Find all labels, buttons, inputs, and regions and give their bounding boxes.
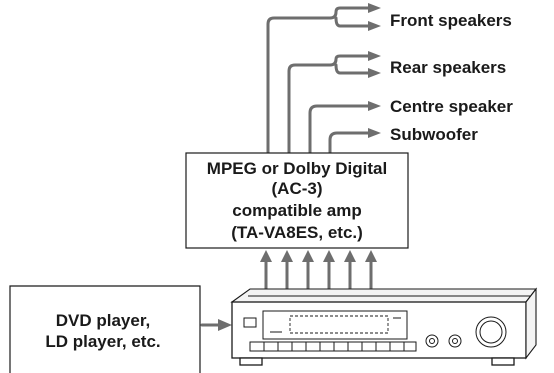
receiver-foot-right [491, 357, 515, 366]
input-arrow-5 [344, 250, 356, 262]
front-speakers-arrow-lower [368, 21, 381, 31]
centre-speaker-label: Centre speaker [390, 97, 513, 116]
amp-label-line-4: (TA-VA8ES, etc.) [231, 223, 363, 242]
amp-label-line-1: MPEG or Dolby Digital [207, 159, 387, 178]
source-label-line-1: DVD player, [56, 311, 151, 330]
av-receiver-icon [230, 287, 538, 366]
receiver-front-panel [231, 301, 527, 359]
rear-speakers-arrow-upper [368, 51, 381, 61]
input-arrow-1 [260, 250, 272, 262]
display-dashed-area [289, 315, 389, 334]
button-row [249, 341, 417, 352]
power-button [243, 317, 257, 328]
rear-speakers-wire [287, 63, 332, 154]
centre-speaker-wire [308, 104, 370, 154]
input-arrow-2 [281, 250, 293, 262]
front-speakers-arrow-upper [368, 3, 381, 13]
subwoofer-label: Subwoofer [390, 125, 478, 144]
amp-box [185, 152, 409, 249]
small-knob-left [425, 334, 439, 348]
small-knob-right [448, 334, 462, 348]
centre-speaker-arrow [368, 101, 381, 111]
small-knob-left-center [429, 338, 435, 344]
rear-speakers-wire-branch [328, 54, 370, 75]
source-label-line-2: LD player, etc. [45, 332, 160, 351]
small-knob-right-center [452, 338, 458, 344]
receiver-foot-left [239, 357, 263, 366]
rear-speakers-arrow-lower [368, 68, 381, 78]
amp-label-line-3: compatible amp [232, 201, 361, 220]
output-wires [266, 3, 381, 154]
subwoofer-arrow [368, 128, 381, 138]
front-speakers-label: Front speakers [390, 11, 512, 30]
volume-knob-inner [479, 320, 503, 344]
amp-label-line-2: (AC-3) [272, 179, 323, 198]
source-box [9, 285, 201, 373]
display-window [262, 310, 408, 340]
input-arrow-3 [302, 250, 314, 262]
input-arrow-4 [323, 250, 335, 262]
rear-speakers-label: Rear speakers [390, 58, 506, 77]
volume-knob [475, 316, 507, 348]
receiver-side-panel [525, 287, 537, 360]
input-arrow-6 [365, 250, 377, 262]
subwoofer-wire [328, 131, 370, 154]
source-to-receiver-arrow [218, 319, 232, 331]
front-speakers-wire [266, 16, 332, 154]
front-speakers-wire-branch [328, 6, 370, 28]
